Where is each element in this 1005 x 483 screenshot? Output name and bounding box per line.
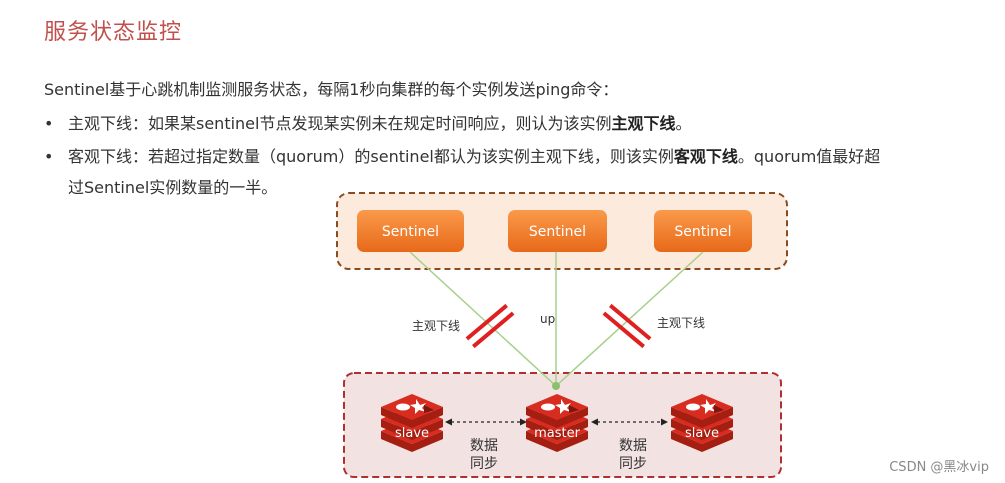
link-junction-dot <box>552 382 560 390</box>
sync-arrow-right <box>591 418 668 426</box>
sentinel-node-1: Sentinel <box>357 210 464 252</box>
cut-mark-right-icon <box>602 303 652 349</box>
bullet-marker: • <box>44 114 54 133</box>
link-line-left <box>409 251 557 387</box>
sentinel-label: Sentinel <box>529 224 586 240</box>
bullet-text: 主观下线：如果某sentinel节点发现某实例未在规定时间响应，则认为该实例主观… <box>68 114 692 133</box>
bold-term: 客观下线 <box>673 147 738 166</box>
sentinel-label: Sentinel <box>674 224 731 240</box>
sync-arrow-left <box>445 418 527 426</box>
page-title: 服务状态监控 <box>44 20 183 45</box>
redis-master-icon: master <box>526 394 588 452</box>
intro-text: Sentinel基于心跳机制监测服务状态，每隔1秒向集群的每个实例发送ping命… <box>44 80 619 99</box>
watermark: CSDN @黑冰vip <box>889 460 989 475</box>
link-label-right: 主观下线 <box>657 316 705 330</box>
sentinel-label: Sentinel <box>382 224 439 240</box>
link-label-left: 主观下线 <box>412 319 460 333</box>
bullet-marker: • <box>44 147 54 166</box>
bullet-text: 客观下线：若超过指定数量（quorum）的sentinel都认为该实例主观下线，… <box>68 147 881 197</box>
bold-term: 主观下线 <box>611 114 676 133</box>
link-label-middle: up <box>540 312 555 326</box>
node-label: slave <box>685 426 719 441</box>
cut-mark-left-icon <box>465 303 515 349</box>
sync-label-right-1: 数据 <box>619 438 647 454</box>
sync-label-right-2: 同步 <box>619 456 647 472</box>
node-label: slave <box>395 426 429 441</box>
sentinel-node-2: Sentinel <box>508 210 607 252</box>
redis-slave-left-icon: slave <box>381 394 443 452</box>
redis-slave-right-icon: slave <box>671 394 733 452</box>
sync-label-left-1: 数据 <box>470 438 498 454</box>
node-label: master <box>534 426 580 441</box>
sync-label-left-2: 同步 <box>470 456 498 472</box>
sentinel-node-3: Sentinel <box>654 210 752 252</box>
